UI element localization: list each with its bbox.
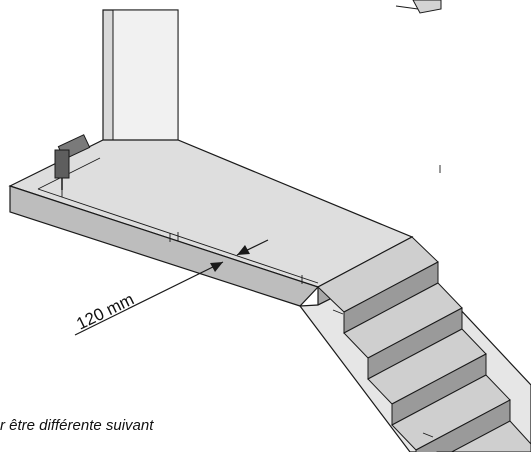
- dimension-label: 120 mm: [73, 290, 137, 334]
- dimension-arrows: [74, 239, 269, 336]
- cropped-box-top-right: [395, 0, 442, 14]
- stair-flight: [298, 236, 531, 452]
- wall-column: [102, 9, 179, 161]
- caption-text: r être différente suivant: [0, 417, 154, 434]
- stair-steps: [317, 236, 531, 452]
- arrow-icon: [237, 245, 250, 255]
- arrow-icon: [210, 262, 223, 272]
- laser-level-icon: [54, 134, 91, 190]
